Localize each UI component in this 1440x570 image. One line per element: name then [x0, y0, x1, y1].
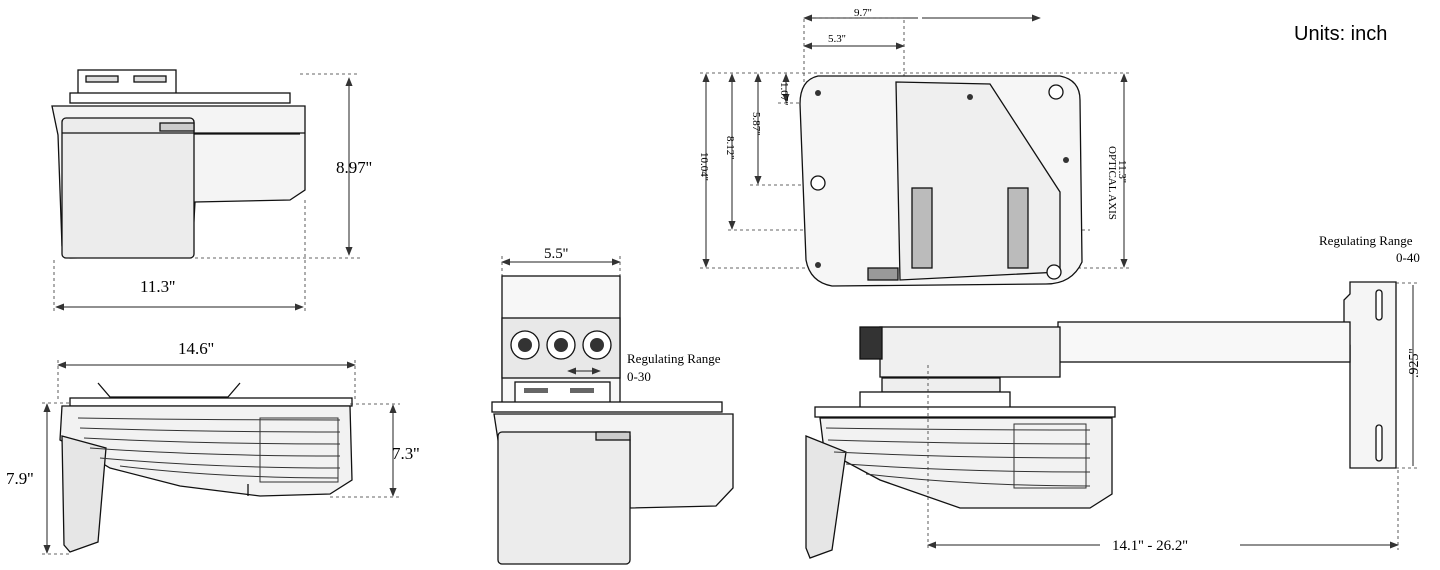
bracket-view-width-label: 5.5'' — [544, 246, 568, 262]
side-view-body-height-label: 7.3'' — [392, 444, 419, 463]
side-view-length-label: 14.6'' — [178, 339, 214, 358]
bracket-view: 5.5'' Regulating Range 0-30 — [491, 246, 734, 565]
bracket-view-range-title: Regulating Range — [627, 351, 721, 366]
wall-mount-projector-body — [805, 406, 1116, 559]
wall-mount-extension-label: 14.1'' - 26.2'' — [1112, 538, 1188, 554]
bottom-view-top-width-label: 9.7'' — [854, 7, 872, 19]
bottom-view-projector-body — [799, 75, 1083, 287]
bracket-view-mount-plate — [501, 275, 621, 412]
wall-mount-range-value: 0-40 — [1396, 250, 1420, 265]
bottom-view-depth-label: 11.3'' — [1116, 160, 1128, 183]
bottom-view-optical-axis-label: OPTICAL AXIS — [1106, 146, 1118, 220]
wall-mount-range-title: Regulating Range — [1319, 233, 1413, 248]
bottom-view-offset107-label: 1.07'' — [778, 82, 790, 105]
side-view-vent-grill — [77, 417, 341, 479]
top-view: 8.97'' 11.3'' — [51, 69, 372, 312]
wall-mount-view: Regulating Range 0-40 .925'' — [805, 233, 1422, 559]
side-view: 14.6'' 7.9'' 7.3'' — [6, 339, 419, 555]
bottom-view-offset1004-label: 10.04'' — [698, 152, 710, 181]
units-label: Units: inch — [1294, 23, 1387, 45]
top-view-height-label: 8.97'' — [336, 158, 372, 177]
side-view-projector-body — [59, 382, 353, 553]
bracket-view-range-value: 0-30 — [627, 369, 651, 384]
wall-mount-arm — [859, 281, 1397, 469]
top-view-mount-bracket — [69, 69, 291, 104]
wall-mount-plate-height-label: .925'' — [1407, 348, 1422, 378]
bottom-view-offset53-label: 5.3'' — [828, 33, 846, 45]
wall-mount-vent-grill — [825, 427, 1091, 487]
top-view-projector-body — [51, 105, 306, 259]
bottom-view-offset587-label: 5.87'' — [750, 112, 762, 135]
bottom-view-offset812-label: 8.12'' — [724, 136, 736, 159]
bracket-view-projector-body — [491, 401, 734, 565]
side-view-total-height-label: 7.9'' — [6, 469, 33, 488]
bottom-view: 9.7'' 5.3'' 1.07'' 5.87'' 8.12'' — [698, 7, 1130, 287]
top-view-width-label: 11.3'' — [140, 277, 175, 296]
